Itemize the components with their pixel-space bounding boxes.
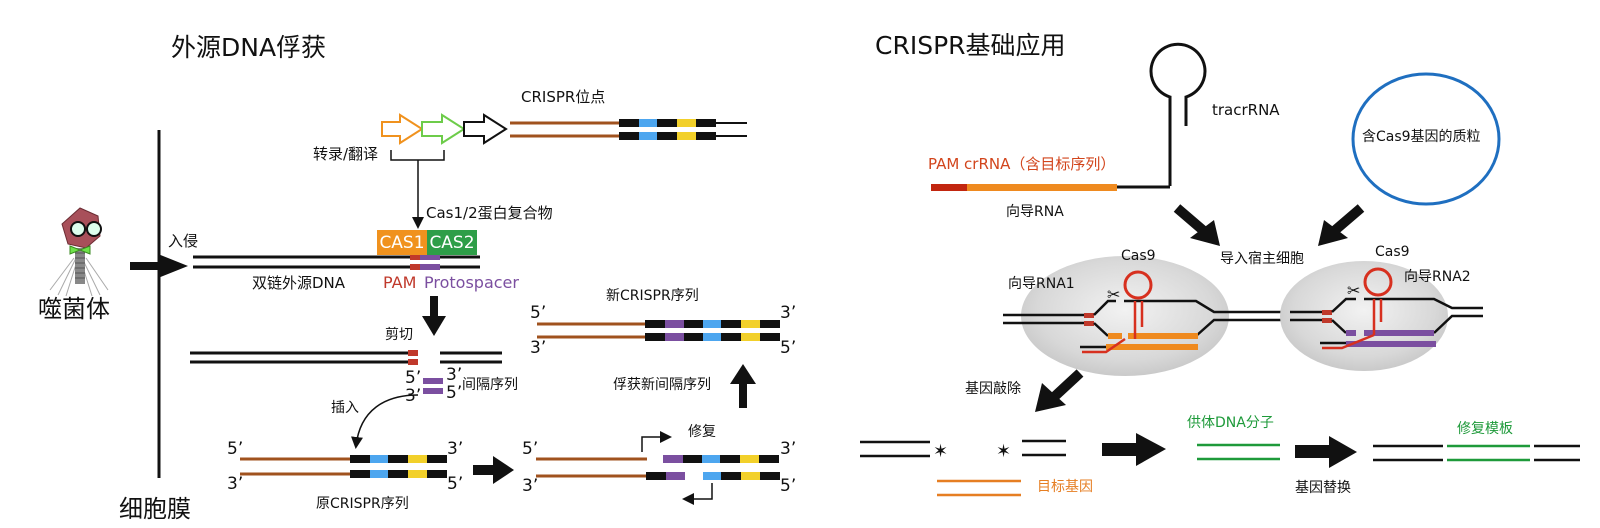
spacer-3prime-bottom: 3’ xyxy=(405,386,422,406)
orig-3prime: 3’ xyxy=(227,474,244,494)
foreign-dna xyxy=(193,254,480,270)
tracrrna-label: tracrRNA xyxy=(1212,101,1280,119)
new-crispr-label: 新CRISPR序列 xyxy=(606,288,699,304)
break-star-icon-1: ✶ xyxy=(933,441,948,462)
translate-bracket xyxy=(390,150,445,161)
repair-5prime-right: 5’ xyxy=(780,476,797,496)
spacer-5prime-bottom: 5’ xyxy=(446,383,463,403)
cut-label: 剪切 xyxy=(385,327,413,343)
orig-5prime-right: 5’ xyxy=(447,474,464,494)
repair-crispr xyxy=(536,431,780,505)
import-label: 导入宿主细胞 xyxy=(1220,251,1304,267)
crispr-locus-label: CRISPR位点 xyxy=(521,88,606,106)
gene-arrows xyxy=(381,113,508,145)
complex-label: Cas1/2蛋白复合物 xyxy=(426,204,553,222)
scissors-icon-1: ✂ xyxy=(1107,285,1120,304)
cas9-complex-2 xyxy=(1280,261,1483,371)
guide-rna-label: 向导RNA xyxy=(1006,204,1064,220)
target-gene-label: 目标基因 xyxy=(1037,479,1093,495)
invade-label: 入侵 xyxy=(168,232,199,250)
repair-5prime: 5’ xyxy=(522,439,539,459)
cas2-box: CAS2 xyxy=(427,230,477,255)
left-panel-title: 外源DNA俘获 xyxy=(171,33,327,62)
phage-icon xyxy=(49,207,109,297)
new-5prime-right: 5’ xyxy=(780,338,797,358)
repaired-dna xyxy=(1373,444,1580,462)
cas9-label-1: Cas9 xyxy=(1121,248,1156,264)
repair-3prime-right: 3’ xyxy=(780,439,797,459)
replace-arrow-2 xyxy=(1295,436,1357,468)
cas1-box: CAS1 xyxy=(377,230,427,255)
original-crispr-label: 原CRISPR序列 xyxy=(316,496,409,512)
transcribe-label: 转录/翻译 xyxy=(313,145,379,163)
membrane-label: 细胞膜 xyxy=(119,495,191,523)
replace-arrow-1 xyxy=(1102,433,1166,466)
import-arrow-left xyxy=(1173,204,1220,246)
cut-dna xyxy=(190,350,502,394)
phage-label: 噬菌体 xyxy=(38,295,110,323)
capture-label: 俘获新间隔序列 xyxy=(613,377,711,393)
plasmid-circle xyxy=(1351,72,1501,206)
donor-dna-lines xyxy=(1197,443,1280,461)
guide-rna2-label: 向导RNA2 xyxy=(1404,269,1471,285)
scissors-icon-2: ✂ xyxy=(1347,281,1360,300)
repair-3prime: 3’ xyxy=(522,476,539,496)
import-arrow-right xyxy=(1318,204,1365,246)
pam-label: PAM xyxy=(383,273,417,292)
cut-arrow xyxy=(422,296,446,336)
tracrrna-hairpin xyxy=(1149,42,1207,186)
spacer-label: 间隔序列 xyxy=(462,377,518,393)
crrna-bar xyxy=(931,184,1170,191)
crrna-label: PAM crRNA（含目标序列） xyxy=(928,155,1116,173)
replace-label: 基因替换 xyxy=(1295,480,1351,496)
step-arrow xyxy=(473,456,514,484)
original-crispr xyxy=(240,455,447,478)
right-panel-title: CRISPR基础应用 xyxy=(875,31,1066,60)
orig-5prime: 5’ xyxy=(227,439,244,459)
new-3prime-right: 3’ xyxy=(780,303,797,323)
insert-arrow xyxy=(351,394,419,449)
break-star-icon-2: ✶ xyxy=(996,441,1011,462)
foreign-dna-label: 双链外源DNA xyxy=(252,274,346,292)
orig-3prime-right: 3’ xyxy=(447,439,464,459)
guide-rna1-label: 向导RNA1 xyxy=(1008,276,1075,292)
cas9-complex-1 xyxy=(1003,256,1290,376)
repair-label: 修复 xyxy=(688,424,716,440)
knockout-arrow xyxy=(1035,369,1084,412)
new-3prime: 3’ xyxy=(530,338,547,358)
broken-dna xyxy=(860,439,1066,458)
donor-dna-label: 供体DNA分子 xyxy=(1187,415,1274,431)
spacer-5prime-top: 5’ xyxy=(405,368,422,388)
cas9-label-2: Cas9 xyxy=(1375,244,1410,260)
invade-arrow xyxy=(130,254,188,278)
knockout-label: 基因敲除 xyxy=(965,381,1021,397)
plasmid-label: 含Cas9基因的质粒 xyxy=(1362,129,1481,145)
spacer-3prime-top: 3’ xyxy=(446,365,463,385)
target-gene-lines xyxy=(937,479,1021,497)
template-label: 修复模板 xyxy=(1457,421,1513,437)
crispr-locus xyxy=(510,119,747,140)
insert-label: 插入 xyxy=(331,400,359,416)
new-crispr xyxy=(537,320,780,341)
new-5prime: 5’ xyxy=(530,303,547,323)
protospacer-label: Protospacer xyxy=(424,273,519,292)
capture-arrow xyxy=(730,364,756,408)
